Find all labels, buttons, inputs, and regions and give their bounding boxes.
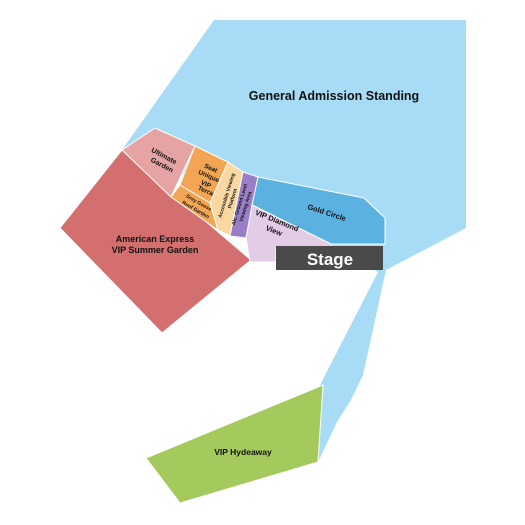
general-admission-area[interactable] bbox=[122, 20, 466, 462]
section-accessible-viewing-platform[interactable]: Accessible Viewing Platform bbox=[209, 161, 244, 237]
vip-hydeaway-label: VIP Hydeaway bbox=[214, 447, 272, 457]
accessible-viewing-label-line-2: Platform bbox=[227, 188, 239, 210]
general-admission-label: General Admission Standing bbox=[249, 89, 419, 103]
section-gold-circle[interactable]: Gold Circle bbox=[251, 176, 386, 245]
amex-label-line-1: American Express bbox=[116, 234, 195, 244]
stage: Stage bbox=[276, 246, 383, 270]
accessible-viewing-platform-area[interactable] bbox=[209, 161, 244, 237]
seat-unique-label-line-3: VIP bbox=[199, 179, 212, 190]
section-general-admission[interactable]: General Admission Standing bbox=[122, 20, 466, 462]
amex-label-line-2: VIP Summer Garden bbox=[112, 245, 199, 255]
vip-hydeaway-area[interactable] bbox=[145, 384, 324, 504]
stage-label: Stage bbox=[307, 250, 353, 269]
section-ultimate-garden[interactable]: Ultimate Garden bbox=[121, 127, 196, 198]
section-vip-hydeaway[interactable]: VIP Hydeaway bbox=[145, 384, 324, 504]
stage-block bbox=[276, 246, 383, 270]
